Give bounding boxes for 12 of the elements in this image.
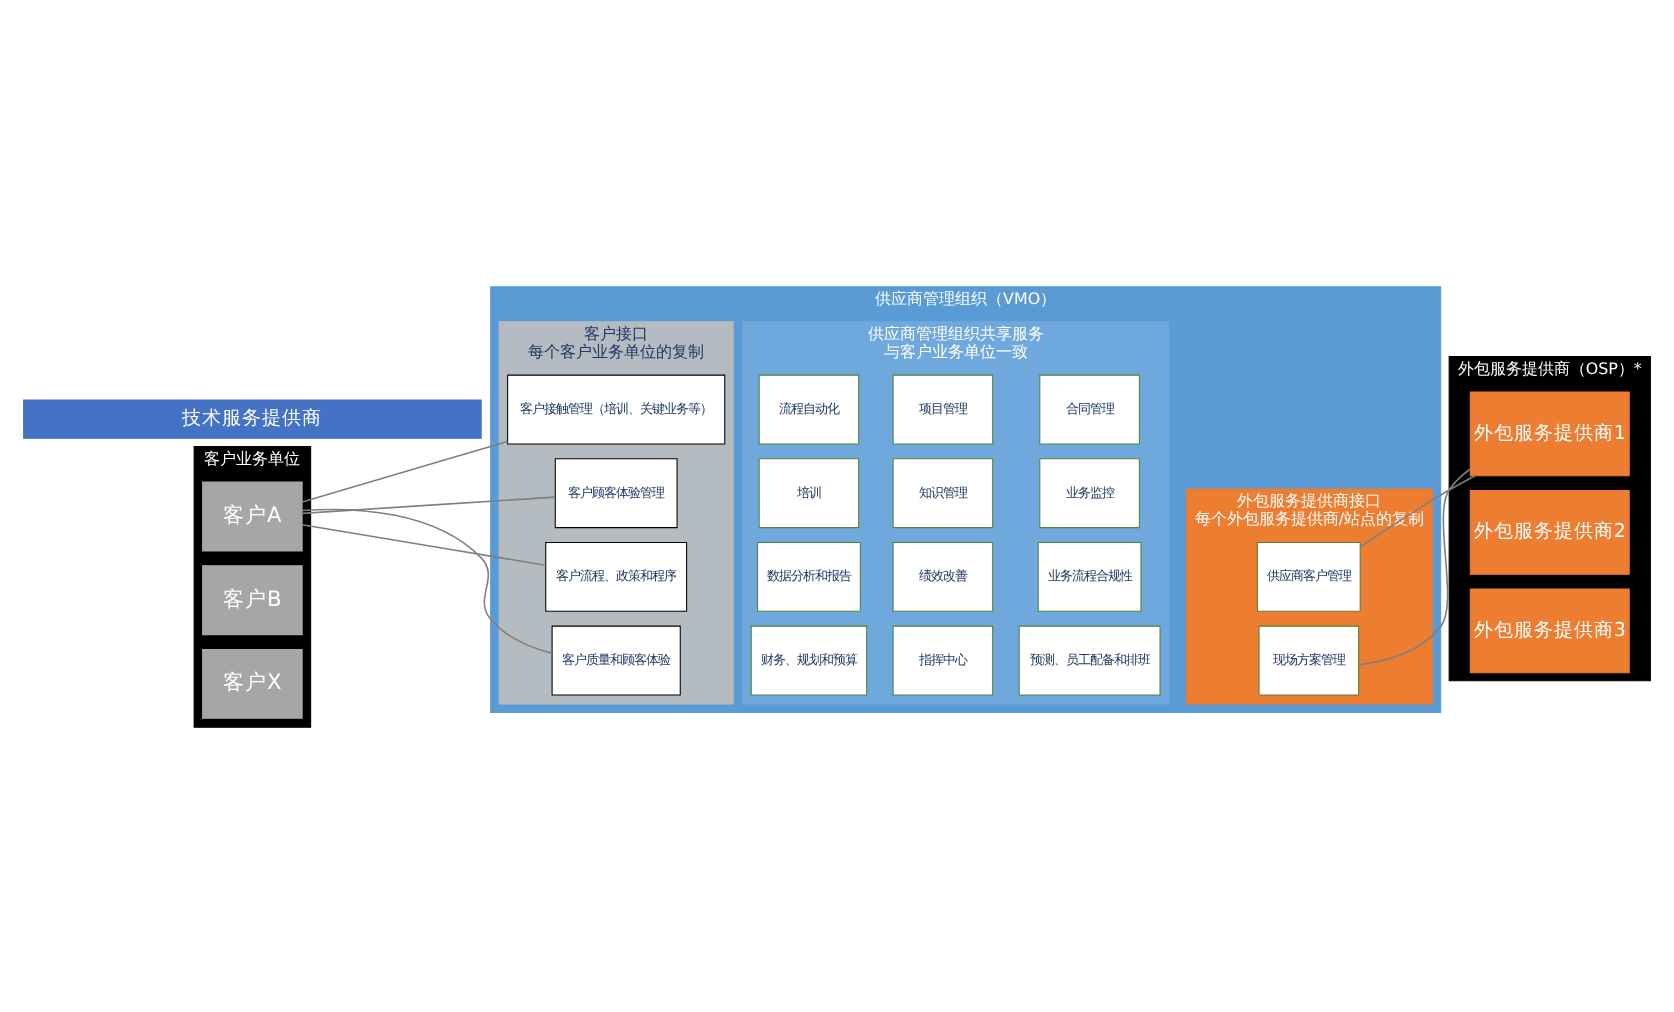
node-box: 技术服务提供商 — [23, 398, 482, 438]
node-box: 外包服务提供商1 — [1469, 390, 1630, 476]
node-box: 客户X — [202, 647, 303, 718]
connector — [1359, 474, 1477, 547]
connector — [301, 495, 556, 514]
node-box: 外包服务提供商3 — [1469, 587, 1630, 673]
connector — [301, 507, 553, 654]
node-box: 客户A — [202, 480, 303, 551]
node-box: 客户B — [202, 564, 303, 635]
connector — [1358, 467, 1471, 665]
connector — [301, 522, 547, 566]
node-box: 外包服务提供商2 — [1469, 489, 1630, 574]
